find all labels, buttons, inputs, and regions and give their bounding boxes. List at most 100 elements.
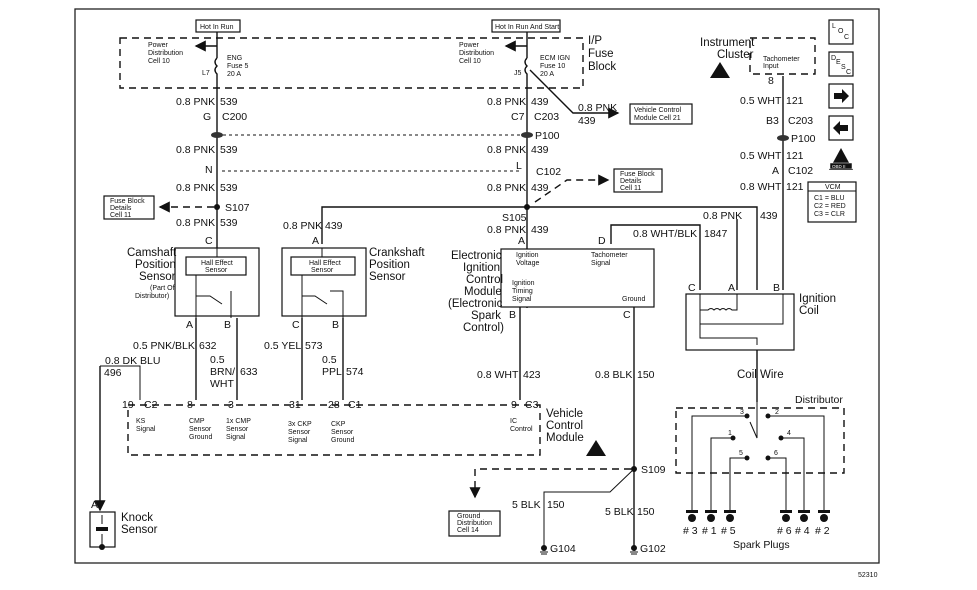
component-name: Module (464, 286, 502, 298)
component-name: Sensor (369, 271, 406, 283)
hot-in-run-source: Hot In Run (195, 19, 241, 33)
hot-in-run-and-start-source: Hot In Run And Start (491, 19, 561, 33)
connector-name: C203 (534, 111, 559, 123)
eic-label: Signal (591, 260, 611, 267)
ground-g102-icon (630, 545, 638, 555)
component-name: Knock (121, 512, 153, 524)
component-name: Sensor (139, 271, 176, 283)
connector-name: C203 (788, 115, 813, 127)
desc-letter: C (846, 69, 851, 76)
vcm-connector-key: VCM C1 = BLU C2 = RED C3 = CLR (807, 181, 857, 223)
ref-text: Ground (457, 513, 480, 520)
next-page-button[interactable] (828, 83, 854, 109)
vcm-key-row: C3 = CLR (814, 211, 845, 218)
fuse-terminal: L7 (202, 70, 210, 77)
component-name: Control (546, 420, 583, 432)
eic-label: Signal (512, 296, 532, 303)
ground-distribution-ref[interactable]: Ground Distribution Cell 14 (448, 510, 501, 537)
wire-circuit: 121 (786, 181, 804, 193)
figure-number: 52310 (858, 572, 878, 579)
wire-circuit: 439 (578, 115, 596, 127)
vcm-pin-label: Signal (288, 437, 308, 444)
connector-pin: B (332, 319, 339, 331)
wire-circuit: 121 (786, 150, 804, 162)
wire-color: BRN/ (210, 366, 235, 378)
vcm-pin: 28 (328, 399, 340, 411)
wire-color: 0.8 PNK (176, 217, 215, 229)
component-note: Distributor) (135, 293, 169, 300)
ref-text: Cell 11 (620, 185, 641, 192)
power-dist-label: Cell 10 (148, 58, 170, 65)
ref-text: Details (620, 178, 642, 185)
power-dist-label: Power (148, 42, 169, 49)
wire-color: 0.8 PNK (703, 210, 742, 222)
fuse-block-label-1: I/P (588, 35, 602, 47)
vcm-pin-label: Signal (136, 426, 156, 433)
vcm-cell21-ref[interactable]: Vehicle Control Module Cell 21 (629, 103, 693, 125)
spark-plug-3 (686, 510, 698, 522)
fuse-details-left-ref[interactable]: Fuse Block Details Cell 11 (103, 195, 155, 220)
component-name: Module (546, 432, 584, 444)
fuse-block-label-2: Fuse (588, 48, 614, 60)
wire-circuit: 539 (220, 96, 238, 108)
wire-circuit: 439 (325, 220, 343, 232)
connector-pin: A (312, 235, 319, 247)
component-name: Coil (799, 305, 819, 317)
loc-letter: O (838, 28, 844, 35)
wire-color: 0.8 PNK (487, 182, 526, 194)
right-arrow-icon (834, 89, 849, 103)
obd2-label: OBD II (832, 164, 846, 169)
connector-name: C200 (222, 111, 247, 123)
loc-button[interactable]: L O C (828, 19, 854, 45)
vcm-pin: 19 (122, 399, 134, 411)
fuse-details-right-ref[interactable]: Fuse Block Details Cell 11 (613, 168, 663, 193)
vcm-pin-label: CMP (189, 418, 205, 425)
wire-circuit: 1847 (704, 228, 728, 240)
fuse-rating: 20 A (540, 71, 554, 78)
wire-color: PPL (322, 366, 342, 378)
splice-s109: S109 (641, 464, 666, 476)
knock-sensor: A Knock Sensor (89, 499, 158, 550)
power-dist-label: Cell 10 (459, 58, 481, 65)
fuse-terminal: J5 (514, 70, 522, 77)
connector-pin: C (623, 309, 631, 321)
wire-circuit: 539 (220, 144, 238, 156)
plug-label: # 5 (721, 525, 736, 537)
ref-text: Vehicle Control (634, 107, 682, 114)
wire-color: 0.5 (322, 354, 337, 366)
desc-letter: S (841, 64, 846, 71)
fuse-name: ENG (227, 55, 242, 62)
vcm-conn: C3 (525, 399, 539, 411)
component-name: Ignition (463, 262, 500, 274)
component-name: Position (135, 259, 176, 271)
fuse-name: ECM IGN (540, 55, 570, 62)
wire-circuit: 423 (523, 369, 541, 381)
wire-circuit: 439 (531, 224, 549, 236)
connector-pin: L (516, 160, 522, 172)
contact-label: 5 (739, 450, 743, 457)
prev-page-button[interactable] (828, 115, 854, 141)
electronic-ignition-control-module: A D Ignition Voltage Tachometer Signal I… (448, 235, 655, 334)
vcm-pin: 9 (511, 399, 517, 411)
wire-color: 0.8 DK BLU (105, 355, 160, 367)
connector-p100: P100 (535, 130, 560, 142)
component-name: Spark (471, 310, 501, 322)
contact-label: 6 (774, 450, 778, 457)
connector-pin: C (688, 282, 696, 294)
left-arrow-icon (833, 121, 848, 135)
connector-pin: A (772, 165, 779, 177)
hall-effect-label: Hall Effect (309, 260, 341, 267)
cluster-label: Tachometer (763, 56, 800, 63)
eic-label: Timing (512, 288, 533, 295)
desc-button[interactable]: D E S C (828, 51, 854, 77)
ip-fuse-block: I/P Fuse Block (119, 35, 616, 89)
contact-label: 2 (775, 409, 779, 416)
wire-color: 0.8 BLK (595, 369, 632, 381)
fuse-number: Fuse 10 (540, 63, 565, 70)
connector-pin: C7 (511, 111, 525, 123)
wire-color: 0.8 PNK (487, 224, 526, 236)
vcm-pin-label: Sensor (226, 426, 249, 433)
connector-name: C102 (788, 165, 813, 177)
wire-color: 5 BLK (605, 506, 634, 518)
wire-circuit: 539 (220, 182, 238, 194)
